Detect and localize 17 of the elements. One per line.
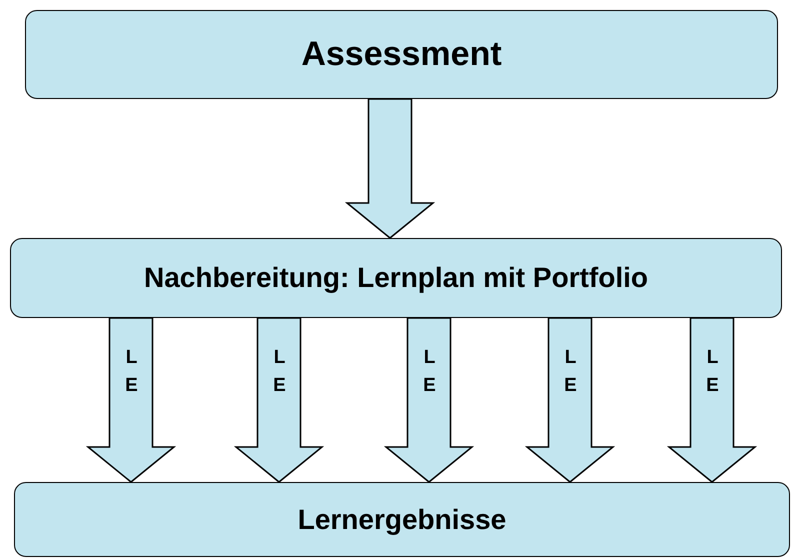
box-title: Assessment xyxy=(301,35,502,74)
process-box xyxy=(10,238,782,318)
edge-label: L E xyxy=(124,346,139,398)
block-arrow xyxy=(344,98,436,239)
block-arrow xyxy=(384,317,474,483)
box-title: Lernergebnisse xyxy=(298,504,506,536)
edge-label: L E xyxy=(422,346,437,398)
edge-label: L E xyxy=(705,346,720,398)
block-arrow xyxy=(86,317,176,483)
process-box xyxy=(14,482,790,557)
box-title: Nachbereitung: Lernplan mit Portfolio xyxy=(144,262,648,294)
edge-label: L E xyxy=(272,346,287,398)
edge-label: L E xyxy=(563,346,578,398)
block-arrow xyxy=(524,317,616,483)
block-arrow xyxy=(234,317,324,483)
process-box xyxy=(25,10,778,99)
block-arrow xyxy=(666,317,758,483)
